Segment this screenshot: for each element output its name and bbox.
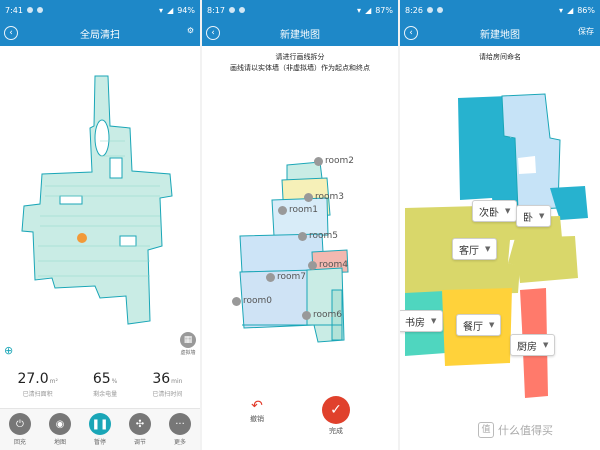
notification-icon	[426, 7, 433, 13]
save-button[interactable]: 保存	[578, 27, 594, 36]
nav-map[interactable]: ◉ 地图	[49, 409, 71, 450]
notification-icon	[238, 7, 245, 13]
virtual-wall-icon: ▦	[180, 332, 196, 348]
room-marker-icon	[304, 192, 313, 202]
undo-icon: ↶	[251, 398, 263, 414]
undo-button[interactable]: ↶ 撤销	[250, 398, 264, 423]
battery-level: 94%	[177, 5, 195, 15]
back-icon[interactable]: ‹	[206, 26, 220, 40]
done-button[interactable]: ✓ 完成	[322, 396, 350, 436]
status-bar: 7:41 ▾ ◢ 94%	[0, 0, 200, 20]
more-icon: ···	[169, 413, 191, 435]
split-map[interactable]	[202, 140, 398, 360]
watermark-logo-icon: 值	[478, 422, 494, 438]
back-icon[interactable]: ‹	[404, 26, 418, 40]
screen-name-rooms: 8:26 ▾ ◢ 86% ‹ 新建地图 保存 请给房间命名 次卧▼ 卧▼ 客厅▼…	[400, 0, 600, 450]
virtual-wall-label: 虚拟墙	[180, 350, 196, 356]
fan-icon: ✣	[129, 413, 151, 435]
room-marker-icon	[302, 310, 311, 320]
room-marker-icon	[266, 272, 275, 282]
page-title: 新建地图	[480, 29, 520, 41]
room-label[interactable]: room3	[304, 192, 344, 202]
caret-down-icon: ▼	[489, 321, 495, 329]
caret-down-icon: ▼	[539, 212, 545, 220]
room-marker-icon	[278, 205, 287, 215]
page-title: 新建地图	[280, 29, 320, 41]
caret-down-icon: ▼	[431, 317, 437, 325]
room-name-chip[interactable]: 餐厅▼	[456, 314, 502, 336]
status-time: 8:26	[405, 5, 423, 15]
room-label[interactable]: room1	[278, 205, 318, 215]
notification-icon	[36, 7, 43, 13]
caret-down-icon: ▼	[505, 207, 511, 215]
room-marker-icon	[298, 231, 307, 241]
cleaning-map[interactable]	[0, 46, 200, 346]
status-time: 8:17	[207, 5, 225, 15]
status-bar: 8:26 ▾ ◢ 86%	[400, 0, 600, 20]
nav-adjust[interactable]: ✣ 调节	[129, 409, 151, 450]
room-label[interactable]: room2	[314, 156, 354, 166]
instruction-text: 请给房间命名	[479, 53, 521, 61]
status-bar: 8:17 ▾ ◢ 87%	[202, 0, 398, 20]
room-label[interactable]: room4	[308, 260, 348, 270]
room-name-chip[interactable]: 客厅▼	[452, 238, 498, 260]
wifi-icon: ▾	[357, 5, 362, 15]
notification-icon	[436, 7, 443, 13]
nav-recharge[interactable]: ⏻ 回充	[9, 409, 31, 450]
title-bar: ‹ 全局清扫 ⚙	[0, 20, 200, 46]
screen-new-map-split: 8:17 ▾ ◢ 87% ‹ 新建地图 请进行画线拆分 画线请以实体墙（非虚拟墙…	[202, 0, 398, 450]
gear-icon[interactable]: ⚙	[186, 26, 194, 35]
nav-pause[interactable]: ❚❚ 暂停	[89, 409, 111, 450]
room-label[interactable]: room5	[298, 231, 338, 241]
cleaning-stats: 27.0m² 已清扫面积 65% 剩余电量 36min 已清扫时间	[0, 368, 200, 398]
wifi-icon: ▾	[559, 5, 564, 15]
signal-icon: ◢	[567, 5, 574, 15]
caret-down-icon: ▼	[485, 245, 491, 253]
stat-time: 36min 已清扫时间	[152, 371, 183, 398]
notification-icon	[26, 7, 33, 13]
room-name-chip[interactable]: 厨房▼	[510, 334, 556, 356]
signal-icon: ◢	[365, 5, 372, 15]
back-icon[interactable]: ‹	[4, 26, 18, 40]
map-pin-icon: ◉	[49, 413, 71, 435]
page-title: 全局清扫	[80, 29, 120, 41]
room-name-chip[interactable]: 书房▼	[400, 310, 444, 332]
wifi-icon: ▾	[159, 5, 164, 15]
nav-more[interactable]: ··· 更多	[169, 409, 191, 450]
watermark: 值 什么值得买	[478, 422, 553, 438]
battery-level: 87%	[375, 5, 393, 15]
room-label[interactable]: room0	[232, 296, 272, 306]
room-naming-map[interactable]	[400, 78, 600, 408]
check-icon: ✓	[322, 396, 350, 424]
title-bar: ‹ 新建地图 保存	[400, 20, 600, 46]
caret-down-icon: ▼	[543, 341, 549, 349]
title-bar: ‹ 新建地图	[202, 20, 398, 46]
room-marker-icon	[314, 156, 323, 166]
room-label[interactable]: room6	[302, 310, 342, 320]
signal-icon: ◢	[167, 5, 174, 15]
room-label[interactable]: room7	[266, 272, 306, 282]
bottom-nav: ⏻ 回充 ◉ 地图 ❚❚ 暂停 ✣ 调节 ··· 更多	[0, 408, 200, 450]
room-marker-icon	[308, 260, 317, 270]
notification-icon	[228, 7, 235, 13]
status-time: 7:41	[5, 5, 23, 15]
room-marker-icon	[232, 296, 241, 306]
robot-position-marker	[77, 233, 87, 243]
room-name-chip[interactable]: 次卧▼	[472, 200, 518, 222]
pause-icon: ❚❚	[89, 413, 111, 435]
stat-area: 27.0m² 已清扫面积	[17, 371, 58, 398]
virtual-wall-button[interactable]: ▦ 虚拟墙	[178, 332, 198, 356]
instruction-text: 请进行画线拆分 画线请以实体墙（非虚拟墙）作为起点和终点	[230, 53, 370, 72]
screen-global-clean: 7:41 ▾ ◢ 94% ‹ 全局清扫 ⚙	[0, 0, 200, 450]
power-icon: ⏻	[9, 413, 31, 435]
stat-battery: 65% 剩余电量	[92, 371, 118, 398]
battery-level: 86%	[577, 5, 595, 15]
room-name-chip[interactable]: 卧▼	[516, 205, 552, 227]
locate-icon[interactable]: ⊕	[4, 344, 14, 357]
